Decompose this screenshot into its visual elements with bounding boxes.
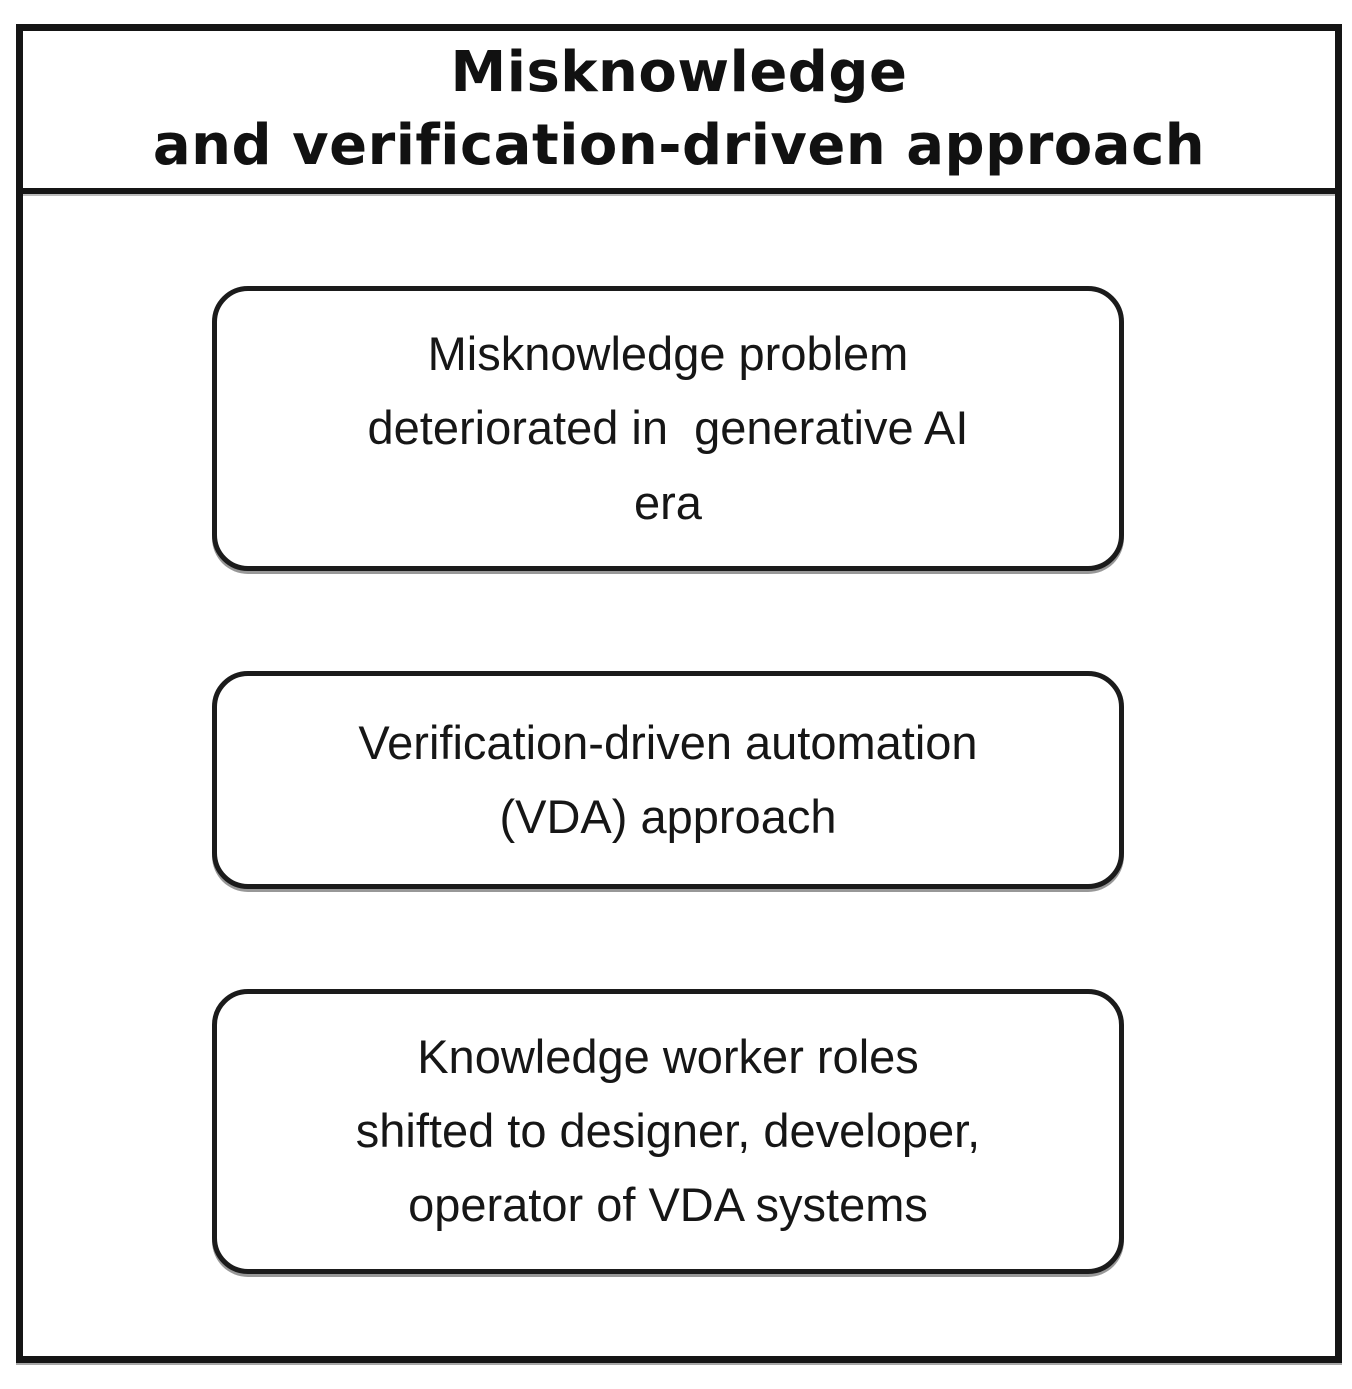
node-vda-approach: Verification-driven automation (VDA) app… [212, 670, 1124, 889]
diagram-frame: Misknowledge and verification-driven app… [16, 24, 1342, 1363]
diagram-title-band: Misknowledge and verification-driven app… [23, 31, 1335, 194]
diagram-body: Misknowledge problem deteriorated in gen… [23, 194, 1335, 1274]
node-knowledge-worker-roles-text: Knowledge worker roles shifted to design… [355, 1029, 981, 1232]
node-vda-approach-text: Verification-driven automation (VDA) app… [358, 715, 978, 843]
node-misknowledge-problem-text: Misknowledge problem deteriorated in gen… [367, 327, 969, 529]
diagram-title: Misknowledge and verification-driven app… [152, 39, 1206, 178]
node-misknowledge-problem: Misknowledge problem deteriorated in gen… [212, 286, 1124, 571]
node-knowledge-worker-roles: Knowledge worker roles shifted to design… [212, 988, 1124, 1274]
